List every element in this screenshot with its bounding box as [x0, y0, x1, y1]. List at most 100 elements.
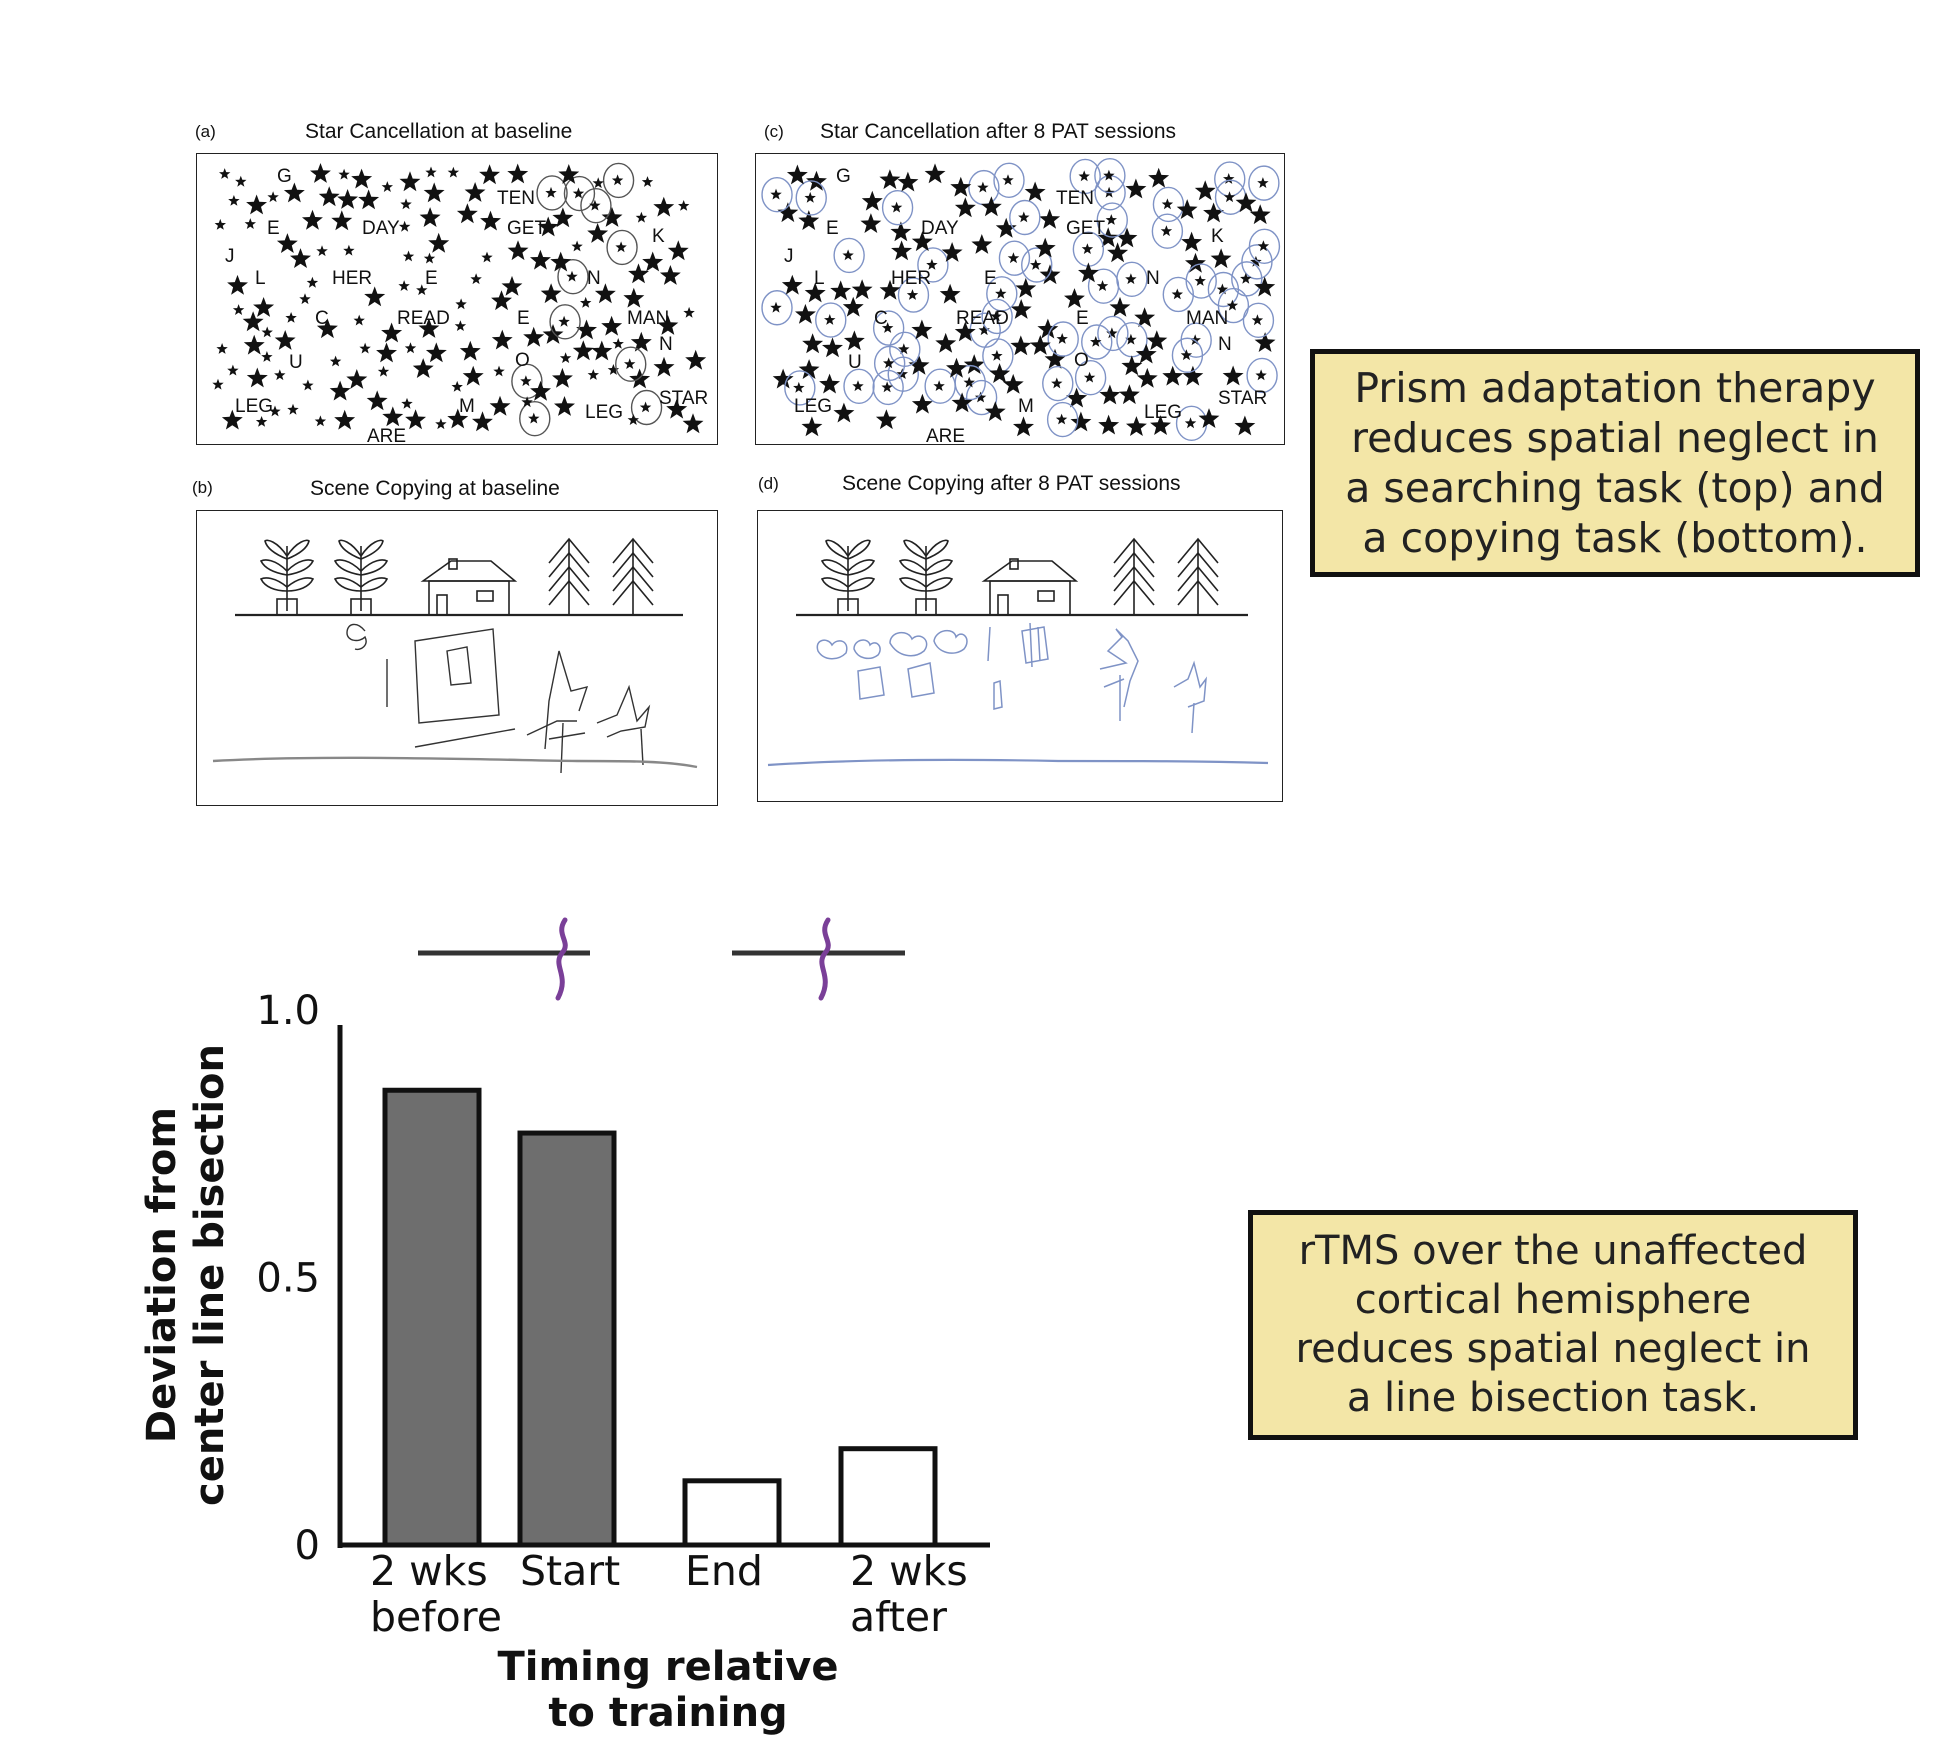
- stimulus-word: K: [652, 226, 665, 247]
- prism-adaptation-callout: Prism adaptation therapy reduces spatial…: [1310, 349, 1920, 577]
- large-star-icon: [1249, 204, 1271, 225]
- small-star-icon: [1194, 275, 1206, 286]
- large-star-icon: [666, 398, 688, 419]
- stimulus-word: STAR: [659, 388, 708, 409]
- large-star-icon: [489, 395, 511, 416]
- large-star-icon: [1037, 318, 1059, 339]
- large-star-icon: [851, 279, 873, 300]
- large-star-icon: [329, 380, 351, 401]
- cancellation-circle-mark: [549, 304, 581, 340]
- large-star-icon: [971, 234, 993, 254]
- small-star-icon: [641, 176, 654, 187]
- small-star-icon: [793, 381, 805, 393]
- small-star-icon: [824, 314, 836, 325]
- panel-b-scene-sheet: [196, 510, 718, 806]
- small-star-icon: [611, 174, 624, 186]
- y-tick-label: 1.0: [256, 988, 320, 1034]
- small-star-icon: [1002, 174, 1014, 186]
- cancellation-circle-mark: [536, 175, 568, 211]
- large-star-icon: [630, 331, 652, 352]
- large-star-icon: [908, 354, 930, 375]
- cancellation-circle-mark: [602, 162, 635, 199]
- large-star-icon: [950, 176, 972, 197]
- large-star-icon: [802, 333, 824, 354]
- small-star-icon: [1255, 369, 1267, 381]
- large-star-icon: [911, 231, 933, 252]
- large-star-icon: [795, 303, 816, 324]
- small-star-icon: [520, 375, 532, 387]
- small-star-icon: [1055, 413, 1068, 425]
- large-star-icon: [1181, 231, 1203, 252]
- large-star-icon: [1098, 414, 1120, 435]
- model-scene: [796, 537, 1248, 617]
- small-star-icon: [1090, 336, 1102, 347]
- small-star-icon: [359, 342, 371, 354]
- cancellation-circle-mark: [761, 290, 793, 326]
- house-icon: [420, 558, 518, 616]
- small-star-icon: [493, 365, 505, 377]
- small-star-icon: [1171, 288, 1183, 300]
- panel-a-title: Star Cancellation at baseline: [305, 120, 573, 143]
- large-star-icon: [890, 221, 912, 242]
- large-star-icon: [364, 286, 386, 307]
- stimulus-word: G: [277, 166, 292, 187]
- large-star-icon: [479, 164, 500, 185]
- large-star-icon: [366, 390, 388, 411]
- stimulus-word: U: [289, 352, 303, 373]
- large-star-icon: [951, 392, 973, 413]
- small-star-icon: [1257, 177, 1269, 188]
- large-star-icon: [891, 240, 913, 261]
- small-star-icon: [678, 200, 690, 211]
- small-star-icon: [219, 168, 231, 179]
- stimulus-word: HER: [891, 268, 931, 289]
- large-star-icon: [1066, 387, 1088, 408]
- cancellation-circle-mark: [1047, 321, 1079, 357]
- panel-d-letter: (d): [758, 474, 779, 493]
- cancellation-circle-mark: [1217, 287, 1250, 324]
- stimulus-word: STAR: [1218, 388, 1267, 409]
- small-star-icon: [227, 364, 239, 376]
- large-star-icon: [587, 223, 609, 243]
- small-star-icon: [455, 298, 467, 310]
- small-star-icon: [842, 249, 854, 261]
- small-star-icon: [612, 338, 624, 349]
- large-star-icon: [879, 279, 901, 300]
- x-axis-title: Timing relative: [497, 1644, 838, 1690]
- cancellation-circle-mark: [615, 346, 647, 382]
- small-star-icon: [212, 378, 224, 390]
- bar: [682, 1478, 782, 1548]
- small-star-icon: [338, 168, 350, 180]
- small-star-icon: [481, 251, 493, 263]
- large-star-icon: [480, 210, 501, 231]
- cancellation-circle-mark: [563, 175, 596, 212]
- cancellation-circle-mark: [1162, 276, 1194, 313]
- large-star-icon: [623, 287, 645, 308]
- stimulus-word: O: [515, 350, 530, 371]
- large-star-icon: [331, 210, 353, 231]
- small-star-icon: [977, 181, 989, 193]
- large-star-icon: [507, 240, 529, 261]
- patient-copy: [212, 623, 698, 774]
- small-star-icon: [587, 369, 599, 380]
- cancellation-circle-mark: [843, 368, 875, 404]
- large-star-icon: [842, 296, 864, 317]
- small-star-icon: [639, 401, 652, 413]
- large-star-icon: [935, 332, 957, 353]
- cancellation-circle-mark: [1171, 337, 1204, 373]
- stimulus-word: HER: [332, 268, 372, 289]
- small-star-icon: [255, 416, 268, 427]
- small-star-icon: [770, 301, 782, 313]
- large-star-icon: [984, 401, 1006, 422]
- large-star-icon: [1210, 248, 1232, 269]
- stimulus-word: E: [425, 268, 438, 289]
- large-star-icon: [1125, 178, 1147, 199]
- small-star-icon: [1160, 225, 1173, 237]
- small-star-icon: [558, 315, 570, 327]
- small-star-icon: [402, 250, 415, 262]
- large-star-icon: [1135, 343, 1157, 364]
- large-star-icon: [358, 189, 380, 210]
